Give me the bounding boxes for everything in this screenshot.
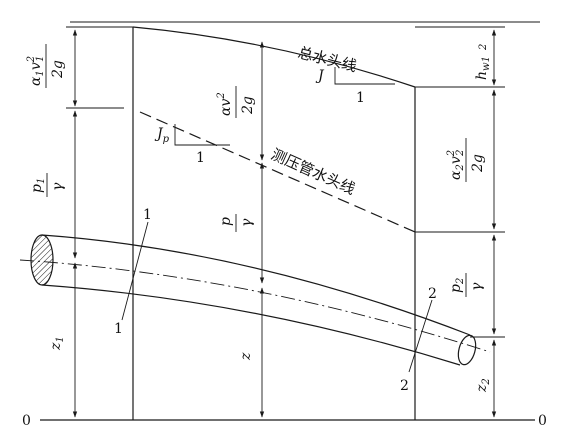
section-2-label-bottom: 2	[400, 378, 409, 394]
label-z2: z2	[474, 378, 492, 393]
svg-text:2g: 2g	[470, 154, 486, 173]
label-p2-gamma: p2 γ	[448, 273, 485, 297]
total-head-line	[132, 26, 416, 88]
svg-text:α1v21: α1v21	[26, 55, 46, 86]
datum-label-left: 0	[22, 413, 31, 429]
pipe-inlet-section	[30, 234, 54, 286]
svg-text:p: p	[218, 217, 234, 226]
slope-Jp-label: Jp	[154, 126, 170, 145]
svg-text:α2v22: α2v22	[446, 149, 466, 180]
label-a1v1sq-2g: α1v21 2g	[26, 44, 66, 88]
section-2-cut	[408, 299, 433, 373]
label-av2-2g: αv2 2g	[216, 86, 256, 118]
label-p1-gamma: p1 γ	[29, 173, 66, 197]
svg-text:γ: γ	[469, 282, 485, 291]
svg-text:p1: p1	[29, 178, 47, 193]
datum-label-right: 0	[538, 413, 547, 429]
pipe-centerline	[19, 259, 491, 353]
pipe-outlet-section	[457, 334, 477, 366]
label-a2v2sq-2g: α2v22 2g	[446, 138, 486, 182]
pipe-body	[41, 234, 471, 366]
label-z: z	[238, 352, 254, 361]
svg-text:2g: 2g	[240, 96, 256, 115]
slope-J-label: J	[315, 68, 325, 84]
slope-triangle-Jp	[174, 124, 230, 146]
svg-text:αv2: αv2	[216, 92, 234, 116]
piezometric-line	[139, 111, 416, 233]
svg-text:γ: γ	[239, 218, 255, 227]
svg-text:γ: γ	[50, 182, 66, 191]
svg-text:p2: p2	[448, 278, 466, 293]
svg-text:2g: 2g	[50, 60, 66, 79]
label-z1: z1	[48, 336, 66, 351]
total-head-label: 总水头线	[296, 43, 359, 75]
label-hw12: hw12	[474, 44, 492, 80]
label-p-gamma: p γ	[218, 214, 255, 232]
section-1-label-bottom: 1	[114, 321, 123, 337]
slope-triangle-J	[334, 67, 395, 85]
slope-J-one: 1	[356, 90, 365, 106]
section-1-cut	[121, 221, 149, 321]
section-1-label-top: 1	[143, 207, 152, 223]
piezometric-label: 测压管水头线	[268, 145, 358, 198]
slope-Jp-one: 1	[196, 150, 205, 166]
section-2-label-top: 2	[428, 286, 437, 302]
